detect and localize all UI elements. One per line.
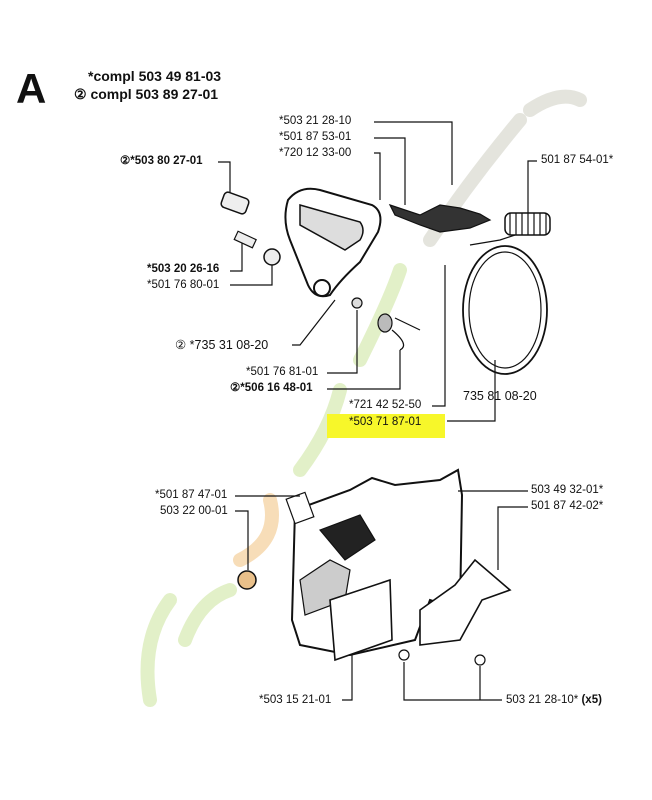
guide-plate: [329, 578, 393, 662]
highlight-marker: [327, 414, 445, 438]
leader-line: [327, 350, 401, 390]
part-label: *501 87 47-01: [155, 489, 228, 501]
leader-line: [218, 161, 231, 195]
leader-line: [230, 262, 273, 286]
part-label: *501 76 80-01: [147, 279, 220, 291]
part-number: 503 21 28-10*: [506, 694, 579, 706]
leader-line: [374, 121, 453, 185]
leader-line: [432, 265, 446, 407]
part-label: *720 12 33-00: [279, 147, 352, 159]
part-label: ② *735 31 08-20: [175, 338, 269, 352]
leader-line: [403, 662, 502, 701]
quantity: (x5): [581, 694, 602, 706]
section-letter: A: [16, 65, 47, 112]
part-label: *501 87 53-01: [279, 131, 352, 143]
leader-line: [527, 160, 537, 225]
leader-line: [342, 655, 353, 701]
kit-number-1: *compl 503 49 81-03: [88, 68, 222, 84]
part-label: *501 76 81-01: [246, 366, 319, 378]
part-label: *503 20 26-16: [147, 263, 220, 275]
side-plate: [419, 558, 512, 646]
part-label: 503 22 00-01: [160, 505, 228, 517]
part-label-highlighted: *503 71 87-01: [349, 416, 422, 428]
part-label: 501 87 42-02*: [531, 500, 604, 512]
leader-line: [235, 510, 249, 570]
part-label: *721 42 52-50: [349, 399, 422, 411]
leader-line: [327, 310, 358, 374]
leader-line: [497, 506, 528, 570]
part-label: *503 15 21-01: [259, 694, 332, 706]
leader-line: [374, 152, 381, 200]
leader-line: [292, 299, 336, 346]
leader-line: [447, 360, 496, 422]
leader-line: [374, 137, 406, 205]
part-label: ②*503 80 27-01: [120, 155, 203, 167]
part-label: 503 21 28-10* (x5): [506, 694, 602, 707]
kit-number-2: ② compl 503 89 27-01: [74, 86, 219, 102]
part-label: ②*506 16 48-01: [230, 382, 313, 394]
part-label: 501 87 54-01*: [541, 154, 614, 166]
leader-line: [230, 240, 243, 272]
part-label: 503 49 32-01*: [531, 484, 604, 496]
part-label: 735 81 08-20: [463, 389, 537, 403]
part-label: *503 21 28-10: [279, 115, 352, 127]
